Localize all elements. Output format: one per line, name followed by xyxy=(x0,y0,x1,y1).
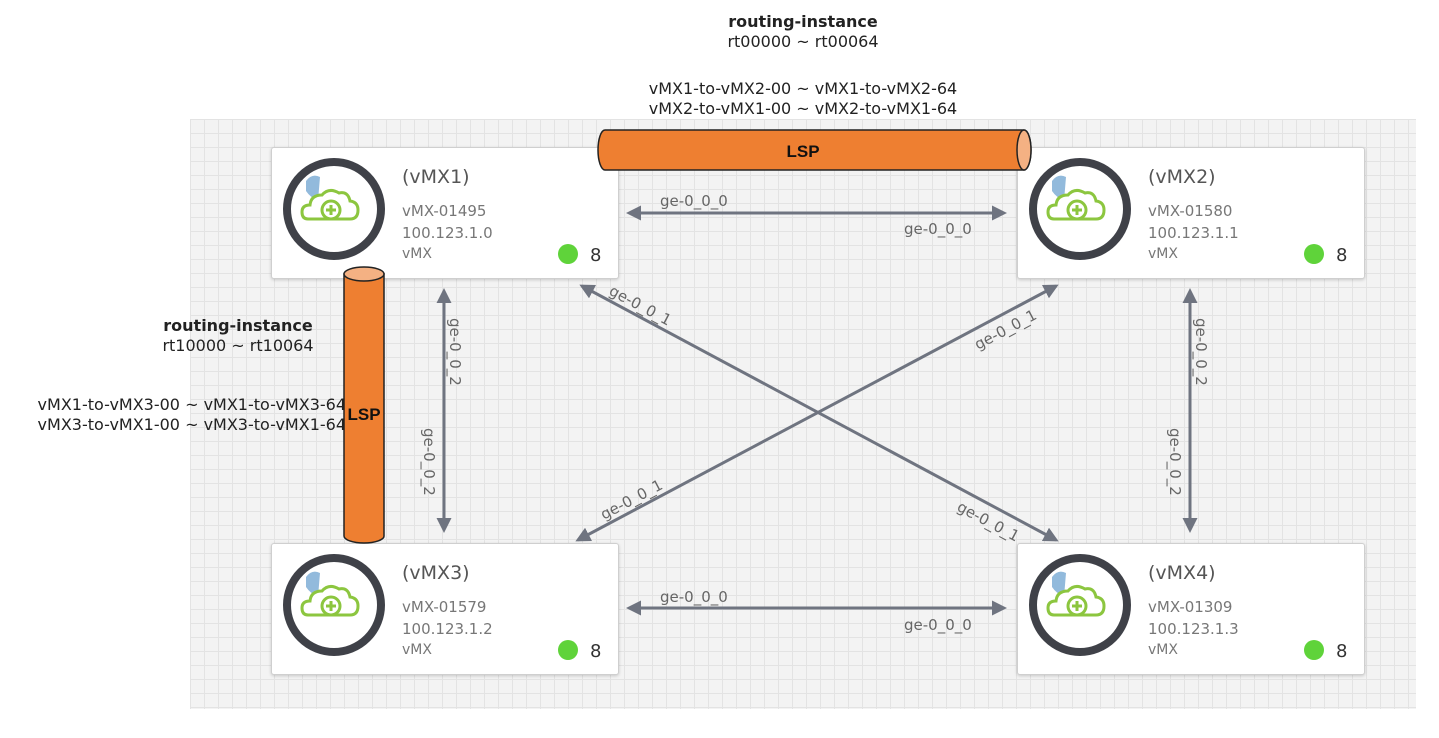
device-type: vMX xyxy=(1148,642,1178,658)
link-label: ge-0_0_0 xyxy=(904,616,972,635)
device-count: 8 xyxy=(1336,245,1348,266)
device-node-vmx1[interactable]: (vMX1) vMX-01495 100.123.1.0 vMX 8 xyxy=(271,147,619,279)
lsp-annotation-top: vMX1-to-vMX2-00 ~ vMX1-to-vMX2-64 vMX2-t… xyxy=(603,79,1003,119)
device-ip: 100.123.1.3 xyxy=(1148,620,1239,638)
device-ip: 100.123.1.2 xyxy=(402,620,493,638)
link-label: ge-0_0_2 xyxy=(1165,428,1184,496)
device-node-vmx2[interactable]: (vMX2) vMX-01580 100.123.1.1 vMX 8 xyxy=(1017,147,1365,279)
status-dot xyxy=(558,244,578,264)
device-type: vMX xyxy=(402,642,432,658)
annotation-line: vMX3-to-vMX1-00 ~ vMX3-to-vMX1-64 xyxy=(37,415,346,434)
annotation-line: vMX1-to-vMX3-00 ~ vMX1-to-vMX3-64 xyxy=(37,395,346,414)
lsp-tube-left[interactable]: LSP xyxy=(343,266,385,544)
status-dot xyxy=(558,640,578,660)
device-title: (vMX3) xyxy=(402,562,470,584)
lsp-label: LSP xyxy=(786,142,819,161)
annotation-range: rt00000 ~ rt00064 xyxy=(727,32,879,51)
annotation-line: vMX1-to-vMX2-00 ~ vMX1-to-vMX2-64 xyxy=(648,79,958,98)
annotation-line: vMX2-to-vMX1-00 ~ vMX2-to-vMX1-64 xyxy=(648,99,958,118)
link-label: ge-0_0_0 xyxy=(904,220,972,239)
cloud-router-icon xyxy=(283,554,385,656)
device-name: vMX-01495 xyxy=(402,202,487,220)
link-label: ge-0_0_0 xyxy=(660,192,728,211)
device-type: vMX xyxy=(1148,246,1178,262)
lsp-label: LSP xyxy=(347,405,380,424)
device-name: vMX-01580 xyxy=(1148,202,1233,220)
annotation-range: rt10000 ~ rt10064 xyxy=(162,336,314,355)
link-label: ge-0_0_0 xyxy=(660,588,728,607)
device-name: vMX-01309 xyxy=(1148,598,1233,616)
device-name: vMX-01579 xyxy=(402,598,487,616)
device-type: vMX xyxy=(402,246,432,262)
cloud-router-icon xyxy=(1029,554,1131,656)
device-node-vmx4[interactable]: (vMX4) vMX-01309 100.123.1.3 vMX 8 xyxy=(1017,543,1365,675)
link-vmx2-vmx3[interactable] xyxy=(575,284,1059,542)
device-count: 8 xyxy=(590,641,602,662)
device-node-vmx3[interactable]: (vMX3) vMX-01579 100.123.1.2 vMX 8 xyxy=(271,543,619,675)
device-count: 8 xyxy=(1336,641,1348,662)
routing-instance-annotation-top: routing-instance rt00000 ~ rt00064 xyxy=(653,12,953,52)
annotation-title: routing-instance xyxy=(728,12,878,31)
status-dot xyxy=(1304,640,1324,660)
routing-instance-annotation-left: routing-instance rt10000 ~ rt10064 xyxy=(118,316,358,356)
lsp-tube-top[interactable]: LSP xyxy=(597,129,1032,171)
cloud-router-icon xyxy=(1029,158,1131,260)
device-title: (vMX1) xyxy=(402,166,470,188)
annotation-title: routing-instance xyxy=(163,316,313,335)
lsp-annotation-left: vMX1-to-vMX3-00 ~ vMX1-to-vMX3-64 vMX3-t… xyxy=(6,395,346,435)
device-ip: 100.123.1.0 xyxy=(402,224,493,242)
status-dot xyxy=(1304,244,1324,264)
device-ip: 100.123.1.1 xyxy=(1148,224,1239,242)
device-count: 8 xyxy=(590,245,602,266)
device-title: (vMX2) xyxy=(1148,166,1216,188)
link-label: ge-0_0_1 xyxy=(606,282,675,331)
cloud-router-icon xyxy=(283,158,385,260)
link-label: ge-0_0_2 xyxy=(445,318,464,386)
link-label: ge-0_0_2 xyxy=(419,428,438,496)
device-title: (vMX4) xyxy=(1148,562,1216,584)
link-label: ge-0_0_2 xyxy=(1191,318,1210,386)
